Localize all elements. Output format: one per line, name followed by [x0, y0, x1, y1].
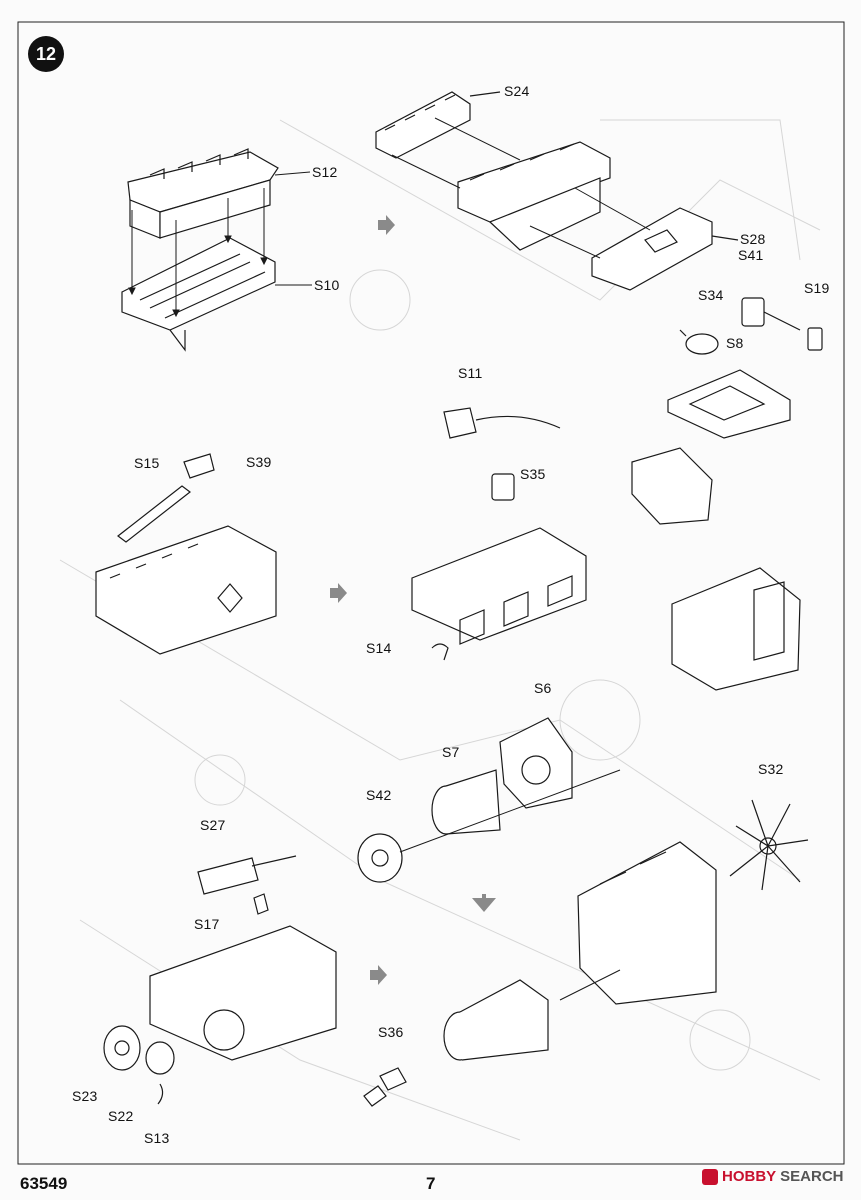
label-s7: S7 [442, 744, 460, 760]
manifold-lower-s10 [121, 237, 276, 352]
label-s6: S6 [534, 680, 552, 696]
label-s10: S10 [314, 277, 340, 293]
assembly-arrows-s12 [128, 171, 312, 318]
part-s13 [157, 1083, 164, 1105]
watermark: HOBBY SEARCH [702, 1168, 844, 1185]
label-s34: S34 [698, 287, 724, 303]
part-s22 [145, 1041, 175, 1075]
part-s28 [591, 207, 739, 291]
label-s12: S12 [312, 164, 338, 180]
part-s34 [679, 329, 719, 355]
part-s41 [741, 297, 801, 331]
page-number: 7 [426, 1174, 436, 1193]
watermark-brand: HOBBY [722, 1168, 777, 1185]
engine-block-right [577, 841, 717, 1005]
part-s7 [431, 769, 501, 835]
part-s19 [807, 327, 823, 351]
part-s42 [357, 833, 403, 883]
manifold-upper-s12 [127, 148, 279, 239]
label-s17: S17 [194, 916, 220, 932]
engine-preview-right [671, 567, 801, 691]
label-s13: S13 [144, 1130, 170, 1146]
part-s11 [443, 407, 561, 439]
manifold-assembly-left [95, 525, 277, 655]
label-s28: S28 [740, 231, 766, 247]
part-s17 [253, 893, 269, 915]
part-s32-fan [729, 799, 809, 891]
engine-block-lower-left [149, 925, 337, 1061]
label-s14: S14 [366, 640, 392, 656]
label-s15: S15 [134, 455, 160, 471]
bellhousing-lower [443, 979, 549, 1061]
part-s15 [117, 485, 191, 543]
step-number-badge: 12 [28, 36, 64, 72]
assembly-lines-center [399, 769, 621, 1001]
label-s23: S23 [72, 1088, 98, 1104]
manifold-assembly-center [411, 527, 587, 645]
part-s23 [103, 1025, 141, 1071]
assembly-arrows-s24 [391, 117, 651, 259]
label-s19: S19 [804, 280, 830, 296]
part-s39 [183, 453, 215, 479]
part-s24 [375, 91, 501, 159]
label-s27: S27 [200, 817, 226, 833]
label-s39: S39 [246, 454, 272, 470]
part-s36 [363, 1067, 407, 1107]
part-s6 [499, 717, 573, 809]
label-s24: S24 [504, 83, 530, 99]
step-arrow-icon [330, 215, 496, 985]
part-s8 [667, 369, 791, 439]
label-s11: S11 [458, 365, 483, 381]
label-s41: S41 [738, 247, 764, 263]
manifold-upper-assembled [457, 141, 611, 251]
part-s27 [197, 855, 297, 895]
label-s35: S35 [520, 466, 546, 482]
part-s14 [431, 643, 449, 661]
pump-assembly-right [631, 447, 713, 525]
label-s32: S32 [758, 761, 784, 777]
watermark-word: SEARCH [780, 1168, 844, 1185]
label-s8: S8 [726, 335, 744, 351]
part-s35 [491, 473, 515, 501]
label-s22: S22 [108, 1108, 134, 1124]
hobby-search-logo-icon [702, 1168, 718, 1185]
label-s42: S42 [366, 787, 392, 803]
label-s36: S36 [378, 1024, 404, 1040]
kit-number: 63549 [20, 1174, 68, 1193]
page-frame [17, 21, 845, 1165]
